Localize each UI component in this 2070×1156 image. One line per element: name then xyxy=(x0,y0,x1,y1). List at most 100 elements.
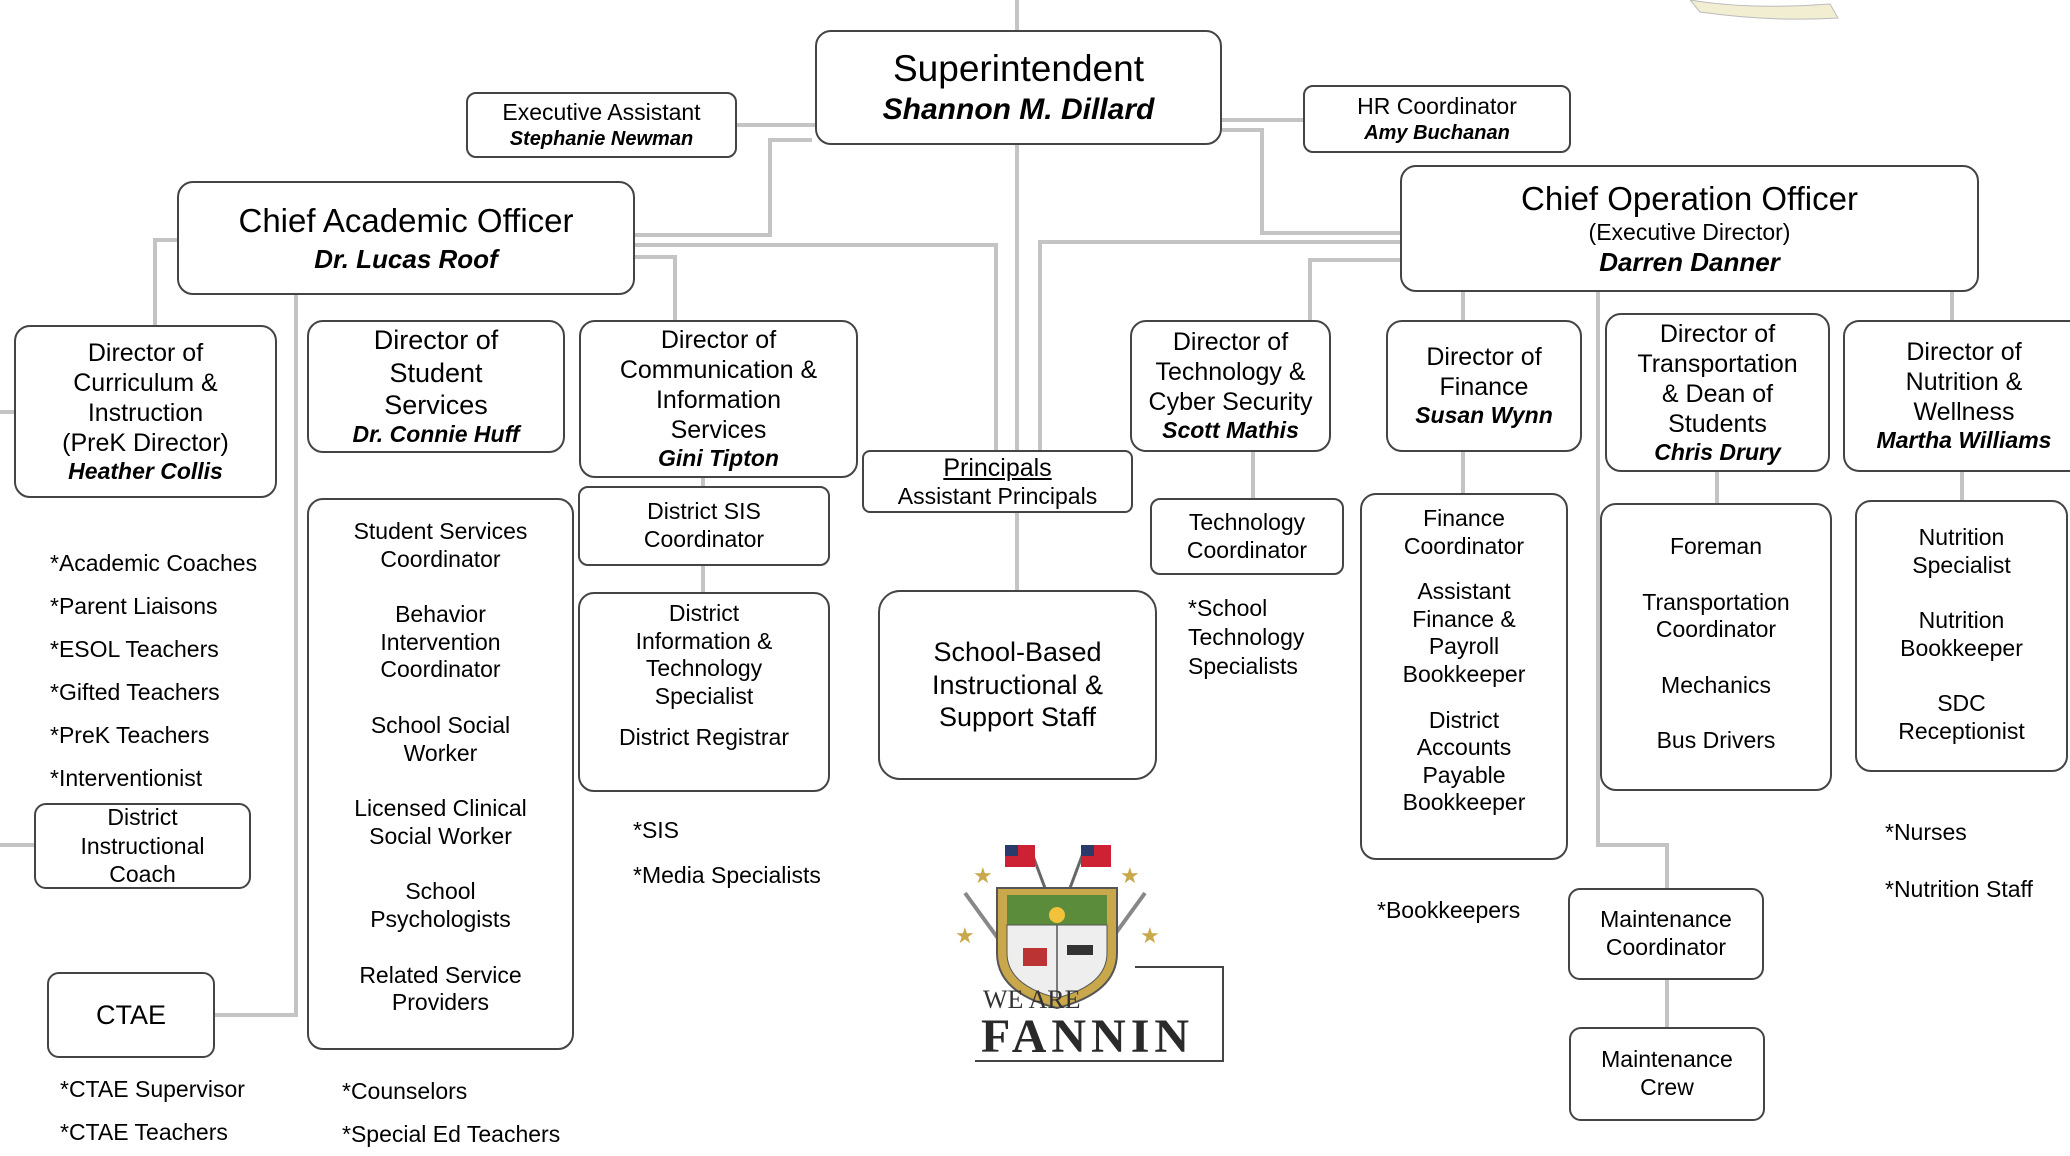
transportation-staff-item: Transportation Coordinator xyxy=(1642,589,1789,644)
director-curriculum-line: Instruction xyxy=(87,398,204,427)
finance-staff-box: Finance Coordinator Assistant Finance & … xyxy=(1360,493,1568,860)
transportation-name: Chris Drury xyxy=(1654,438,1781,465)
student-services-line: Director of xyxy=(373,325,499,356)
coach-line: Instructional xyxy=(80,832,205,859)
ctae-notes: *CTAE Supervisor *CTAE Teachers xyxy=(60,1068,245,1154)
hr-coordinator-title: HR Coordinator xyxy=(1357,93,1517,120)
staff-item: School Psychologists xyxy=(370,878,511,933)
transportation-line: & Dean of xyxy=(1661,379,1774,408)
director-technology-box: Director of Technology & Cyber Security … xyxy=(1130,320,1331,452)
staff-item: Student Services Coordinator xyxy=(354,518,528,573)
coach-line: District xyxy=(107,803,178,830)
fannin-logo: ★ ★ ★ ★ WE ARE FANNIN xyxy=(935,833,1225,1063)
staff-line: Mechanics xyxy=(1661,671,1771,698)
executive-assistant-title: Executive Assistant xyxy=(502,99,701,126)
note-item: *ESOL Teachers xyxy=(50,636,219,662)
staff-line: Coordinator xyxy=(1655,616,1777,643)
director-curriculum-line: (PreK Director) xyxy=(62,428,229,457)
note-item: *SIS xyxy=(633,817,680,843)
note-item: *School xyxy=(1188,595,1268,621)
maint-coord-line: Maintenance xyxy=(1600,906,1732,933)
staff-line: Behavior xyxy=(395,601,486,628)
principals-box: Principals Assistant Principals xyxy=(862,450,1133,513)
maint-crew-line: Maintenance xyxy=(1601,1046,1733,1073)
communication-line: Communication & xyxy=(619,356,818,385)
staff-item: Behavior Intervention Coordinator xyxy=(380,601,500,684)
director-curriculum-name: Heather Collis xyxy=(68,457,223,484)
transportation-staff-item: Foreman xyxy=(1670,533,1762,561)
note-item: *CTAE Supervisor xyxy=(60,1076,245,1102)
student-services-notes: *Counselors *Special Ed Teachers xyxy=(342,1070,560,1156)
chief-operation-name: Darren Danner xyxy=(1599,246,1780,277)
info-tech-line: Specialist xyxy=(654,682,754,709)
chief-academic-title: Chief Academic Officer xyxy=(238,201,574,239)
nutrition-line: Director of xyxy=(1906,338,2022,367)
staff-line: Assistant xyxy=(1417,578,1511,605)
communication-line: Director of xyxy=(660,326,777,355)
staff-line: School xyxy=(405,878,476,905)
staff-line: Related Service xyxy=(359,961,522,988)
staff-line: Payable xyxy=(1422,761,1506,788)
staff-line: Providers xyxy=(391,989,490,1016)
superintendent-name: Shannon M. Dillard xyxy=(882,92,1155,126)
note-item: *Gifted Teachers xyxy=(50,679,220,705)
maint-crew-line: Crew xyxy=(1640,1074,1694,1100)
nutrition-line: Nutrition & xyxy=(1905,368,2023,397)
district-registrar: District Registrar xyxy=(619,724,789,751)
note-item: *Media Specialists xyxy=(633,862,821,888)
crest-icon: ★ ★ ★ ★ xyxy=(955,845,1224,1062)
staff-line: Student Services xyxy=(353,518,528,544)
curriculum-notes: *Academic Coaches *Parent Liaisons *ESOL… xyxy=(50,542,257,800)
staff-line: Worker xyxy=(403,739,478,766)
note-item: *Counselors xyxy=(342,1078,468,1104)
finance-name: Susan Wynn xyxy=(1415,402,1553,429)
ctae-label: CTAE xyxy=(95,999,166,1030)
transportation-staff-item: Mechanics xyxy=(1661,672,1771,700)
nutrition-staff-item: SDC Receptionist xyxy=(1898,690,2025,745)
finance-staff-item: District Accounts Payable Bookkeeper xyxy=(1403,707,1526,817)
executive-assistant-box: Executive Assistant Stephanie Newman xyxy=(466,92,737,158)
hr-coordinator-box: HR Coordinator Amy Buchanan xyxy=(1303,85,1571,153)
note-item: *Parent Liaisons xyxy=(50,593,218,619)
staff-line: Accounts xyxy=(1416,734,1512,761)
superintendent-box: Superintendent Shannon M. Dillard xyxy=(815,30,1222,145)
technology-coordinator-box: Technology Coordinator xyxy=(1150,498,1344,575)
svg-text:★: ★ xyxy=(1120,864,1140,889)
staff-line: Bookkeeper xyxy=(1900,634,2023,661)
staff-line: Coordinator xyxy=(380,656,501,683)
staff-line: Transportation xyxy=(1642,588,1790,615)
staff-line: District xyxy=(1428,706,1500,733)
staff-line: SDC xyxy=(1937,690,1986,717)
note-item: Specialists xyxy=(1188,653,1298,679)
director-student-services-box: Director of Student Services Dr. Connie … xyxy=(307,320,565,453)
student-services-staff-box: Student Services Coordinator Behavior In… xyxy=(307,498,574,1050)
note-item: *Academic Coaches xyxy=(50,550,258,576)
director-communication-box: Director of Communication & Information … xyxy=(579,320,858,478)
staff-line: Coordinator xyxy=(380,545,501,572)
staff-line: Social Worker xyxy=(369,822,512,849)
svg-text:★: ★ xyxy=(955,924,975,949)
note-item: *Special Ed Teachers xyxy=(342,1121,561,1147)
principals-subtitle: Assistant Principals xyxy=(897,482,1098,509)
staff-item: Licensed Clinical Social Worker xyxy=(354,795,527,850)
technology-name: Scott Mathis xyxy=(1162,417,1299,444)
svg-text:★: ★ xyxy=(973,864,993,889)
technology-line: Cyber Security xyxy=(1148,388,1313,417)
technology-notes: *School Technology Specialists xyxy=(1188,594,1304,681)
staff-line: Payroll xyxy=(1428,633,1500,660)
communication-name: Gini Tipton xyxy=(658,445,779,472)
logo-line1: WE ARE xyxy=(983,985,1081,1014)
staff-line: School Social xyxy=(370,711,511,738)
sis-line: District SIS xyxy=(647,498,761,525)
maintenance-crew-box: Maintenance Crew xyxy=(1569,1027,1765,1121)
transportation-line: Transportation xyxy=(1637,349,1798,378)
transportation-line: Director of xyxy=(1659,319,1776,348)
chief-operation-officer-box: Chief Operation Officer (Executive Direc… xyxy=(1400,165,1979,292)
staff-line: Finance & xyxy=(1412,605,1516,632)
transportation-staff-item: Bus Drivers xyxy=(1657,727,1776,755)
staff-line: Licensed Clinical xyxy=(354,795,527,822)
student-services-line: Services xyxy=(384,389,488,420)
tech-coord-line: Coordinator xyxy=(1186,536,1308,563)
note-item: *CTAE Teachers xyxy=(60,1119,228,1145)
